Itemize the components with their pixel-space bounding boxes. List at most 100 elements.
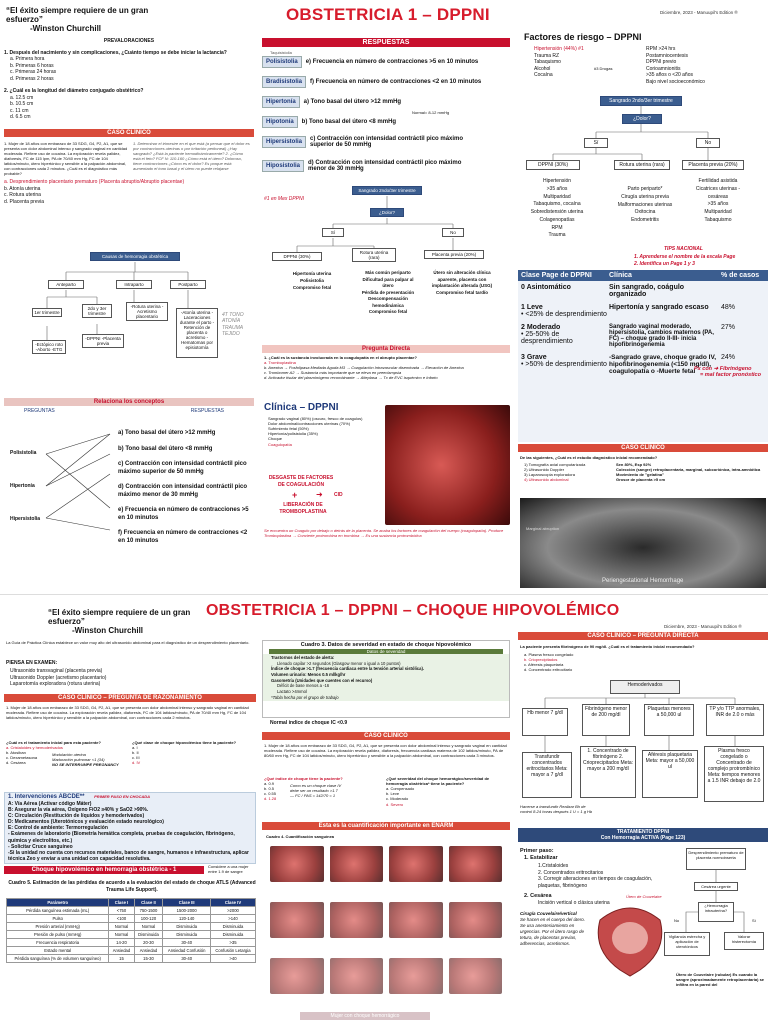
relate-left-2[interactable]: Hipertonía [10, 483, 35, 489]
option[interactable]: c. Dexametasona [6, 755, 38, 761]
table-cell: Normal [108, 922, 135, 931]
class-pct: 24% [721, 354, 736, 361]
class-table-head: Clase Page de DPPNI Clínica % de casos [518, 270, 768, 281]
utero-label: Útero de Couvelaire [626, 894, 662, 899]
option[interactable]: c. Aféresis plaquetaria [524, 662, 564, 668]
choque-button[interactable]: Mujer con choque hemorrágico [300, 1012, 430, 1020]
option[interactable]: a. I [132, 745, 138, 751]
factor-item: Trauma RZ [534, 52, 560, 59]
option[interactable]: b. II [132, 750, 139, 756]
relate-left-1[interactable]: Polisistolia [10, 450, 37, 456]
ic-notes: Como es un choque clase IV debe ser un r… [290, 783, 360, 798]
page-class-table: Clase Page de DPPNI Clínica % de casos 0… [518, 270, 768, 442]
option[interactable]: a. Plasma fresco congelado [524, 652, 574, 657]
option[interactable]: d. Placenta previa [4, 198, 45, 205]
option[interactable]: 2) Ultrasonido Doppler [524, 467, 565, 473]
class-grade: 2 Moderado [521, 324, 561, 331]
pd-option[interactable]: c. Trombomer A2 → Sustancia más importan… [264, 370, 402, 376]
col-head: % de casos [721, 272, 760, 279]
option[interactable]: b. 0.5 [264, 786, 275, 792]
rflow-item: Malformaciones uterinas [617, 201, 673, 208]
flow-item: Útero sin alteración clínica aparente, p… [431, 270, 493, 289]
option[interactable]: d. 6.5 cm [10, 114, 31, 120]
option[interactable]: c. Primeras 24 horas [10, 69, 57, 75]
table-cell: 750-1500 [133, 906, 164, 915]
relate-answer[interactable]: b) Tono basal del útero <8 mmHg [118, 445, 213, 452]
ic-note: — FC / PAS = 142/70 = 1 [290, 793, 336, 799]
flow-item: Pérdida de presentación [361, 289, 415, 295]
rflow-top: Sangrado 2ndo/3er trimestre [600, 96, 682, 106]
flow-si: Sí [322, 228, 344, 237]
hemo-box: Fibrinógeno menor de 200 mg/dl [582, 704, 630, 736]
resp-value: e) Frecuencia en número de contracciones… [305, 59, 479, 65]
option[interactable]: d. IV [132, 760, 141, 766]
option[interactable]: 3) Laparoscopia exploradora [524, 472, 575, 478]
rflow-list-b: Parto periparto* Cirugía uterina previa … [610, 186, 680, 225]
case2-title: CASO CLÍNICO [262, 732, 510, 740]
rflow-dppni: DPPNI (30%) [526, 160, 580, 170]
relate-answer[interactable]: d) Contracción con intensidad contráctil… [118, 484, 248, 498]
tx-steps: Primer paso: 1. Estabilizar 1.Cristaloid… [520, 848, 660, 947]
option[interactable]: a. 12.5 cm [10, 94, 34, 101]
relate-answer[interactable]: a) Tono basal del útero >12 mmHg [118, 430, 216, 436]
flow-dppni-list: Hipertonía uterina Polisistolia Compromi… [282, 270, 342, 292]
clinica-item: Hipertonía/polisistolia (35%) [268, 431, 318, 437]
flow-item: Compromiso fetal tardío [435, 289, 488, 295]
relate-answer[interactable]: e) Frecuencia en número de contracciones… [118, 507, 249, 521]
coagulo-note: Se encuentra un Coagulo por debajo o det… [264, 528, 504, 539]
resp-row: Hipertonía a) Tono basal del útero >12 m… [262, 96, 401, 108]
resp-row: Hipotonía b) Tono basal del útero <8 mmH… [262, 116, 396, 128]
option[interactable]: b. Leve [386, 791, 400, 797]
option[interactable]: c. 11 cm [10, 107, 29, 114]
pd-option[interactable]: d. Activador tisular del plasminógeno re… [264, 375, 438, 381]
atls-table: Parámetro Clase I Clase II Clase III Cla… [5, 898, 257, 963]
atls-head: Clase III [162, 898, 211, 907]
option[interactable]: d. Severo [386, 801, 404, 807]
abcde-item: C: Circulación (Restitución de líquidos … [8, 813, 145, 820]
option[interactable]: b. 10.5 cm [10, 101, 34, 107]
option[interactable]: b. Atonía uterina [4, 185, 41, 192]
option[interactable]: a. Cristaloides y hemoderivados [6, 745, 63, 751]
blood-image [448, 958, 502, 994]
relate-answer[interactable]: c) Contracción con intensidad contráctil… [118, 461, 247, 475]
rflow-item: >35 años [707, 201, 729, 208]
table-cell: Normal [108, 930, 135, 939]
table-cell: Presión de pulso (mmHg) [5, 930, 110, 939]
resp-value: d) Contracción con intensidad contráctil… [308, 160, 462, 172]
flow-top: Sangrado 2ndo/3er trimestre [352, 186, 422, 195]
option[interactable]: c. Moderado [386, 796, 409, 802]
case-options: b. Atonía uterina c. Rotura uterina d. P… [4, 186, 254, 206]
fact-item: Sen 80%, Esp 92% [616, 462, 652, 467]
option[interactable]: d. Cesárea [6, 760, 26, 766]
option[interactable]: d. Concentrado eritrocitario [524, 667, 573, 673]
option[interactable]: c. III [132, 755, 140, 761]
option[interactable]: b. Primeras 6 horas [10, 62, 54, 69]
pd-answer[interactable]: a. Tromboplastina [264, 360, 296, 366]
blood-image [329, 958, 383, 994]
option[interactable]: b. Atosiban [6, 750, 26, 756]
pd-option[interactable]: b. Anexina → Fosfolipasa Mediada Aguda M… [264, 365, 464, 371]
flow-placenta: Placenta previa (20%) [424, 250, 484, 259]
class-pct: 27% [721, 324, 736, 331]
class-grade: 0 Asintomático [521, 284, 571, 291]
relate-left-3[interactable]: Hipersistolia [10, 516, 41, 522]
option[interactable]: d. 1.28 [264, 796, 277, 802]
option[interactable]: c. 0.55 [264, 791, 277, 797]
option[interactable]: a. Compensado [386, 786, 415, 792]
option[interactable]: a. 0.9 [264, 781, 275, 787]
table-row: Pérdida sanguínea (% de volumen sanguíne… [5, 954, 257, 963]
option[interactable]: a. Primera hora [10, 56, 45, 62]
class-clinic: Sin sangrado, coágulo organizado [609, 284, 685, 298]
option[interactable]: c. Rotura uterina [4, 192, 41, 199]
factor-item: Cocaína [534, 72, 553, 78]
option[interactable]: d. Primeras 2 horas [10, 75, 54, 82]
relate-answer[interactable]: f) Frecuencia en número de contracciones… [118, 530, 248, 544]
relate-title: Relaciona los conceptos [4, 398, 254, 406]
option[interactable]: b. Crioprecipitados [524, 657, 558, 663]
flow-item: Hipertonía uterina [292, 271, 332, 276]
option[interactable]: 1) Tomografía axial computarizada [524, 462, 586, 467]
case-answer[interactable]: a. Desprendimiento placentario prematuro… [4, 179, 185, 186]
abcde-item: A: Vía Aérea (Activar código Máter) [8, 801, 92, 807]
option[interactable]: 4) Ultrasonido abdominal [524, 477, 569, 483]
